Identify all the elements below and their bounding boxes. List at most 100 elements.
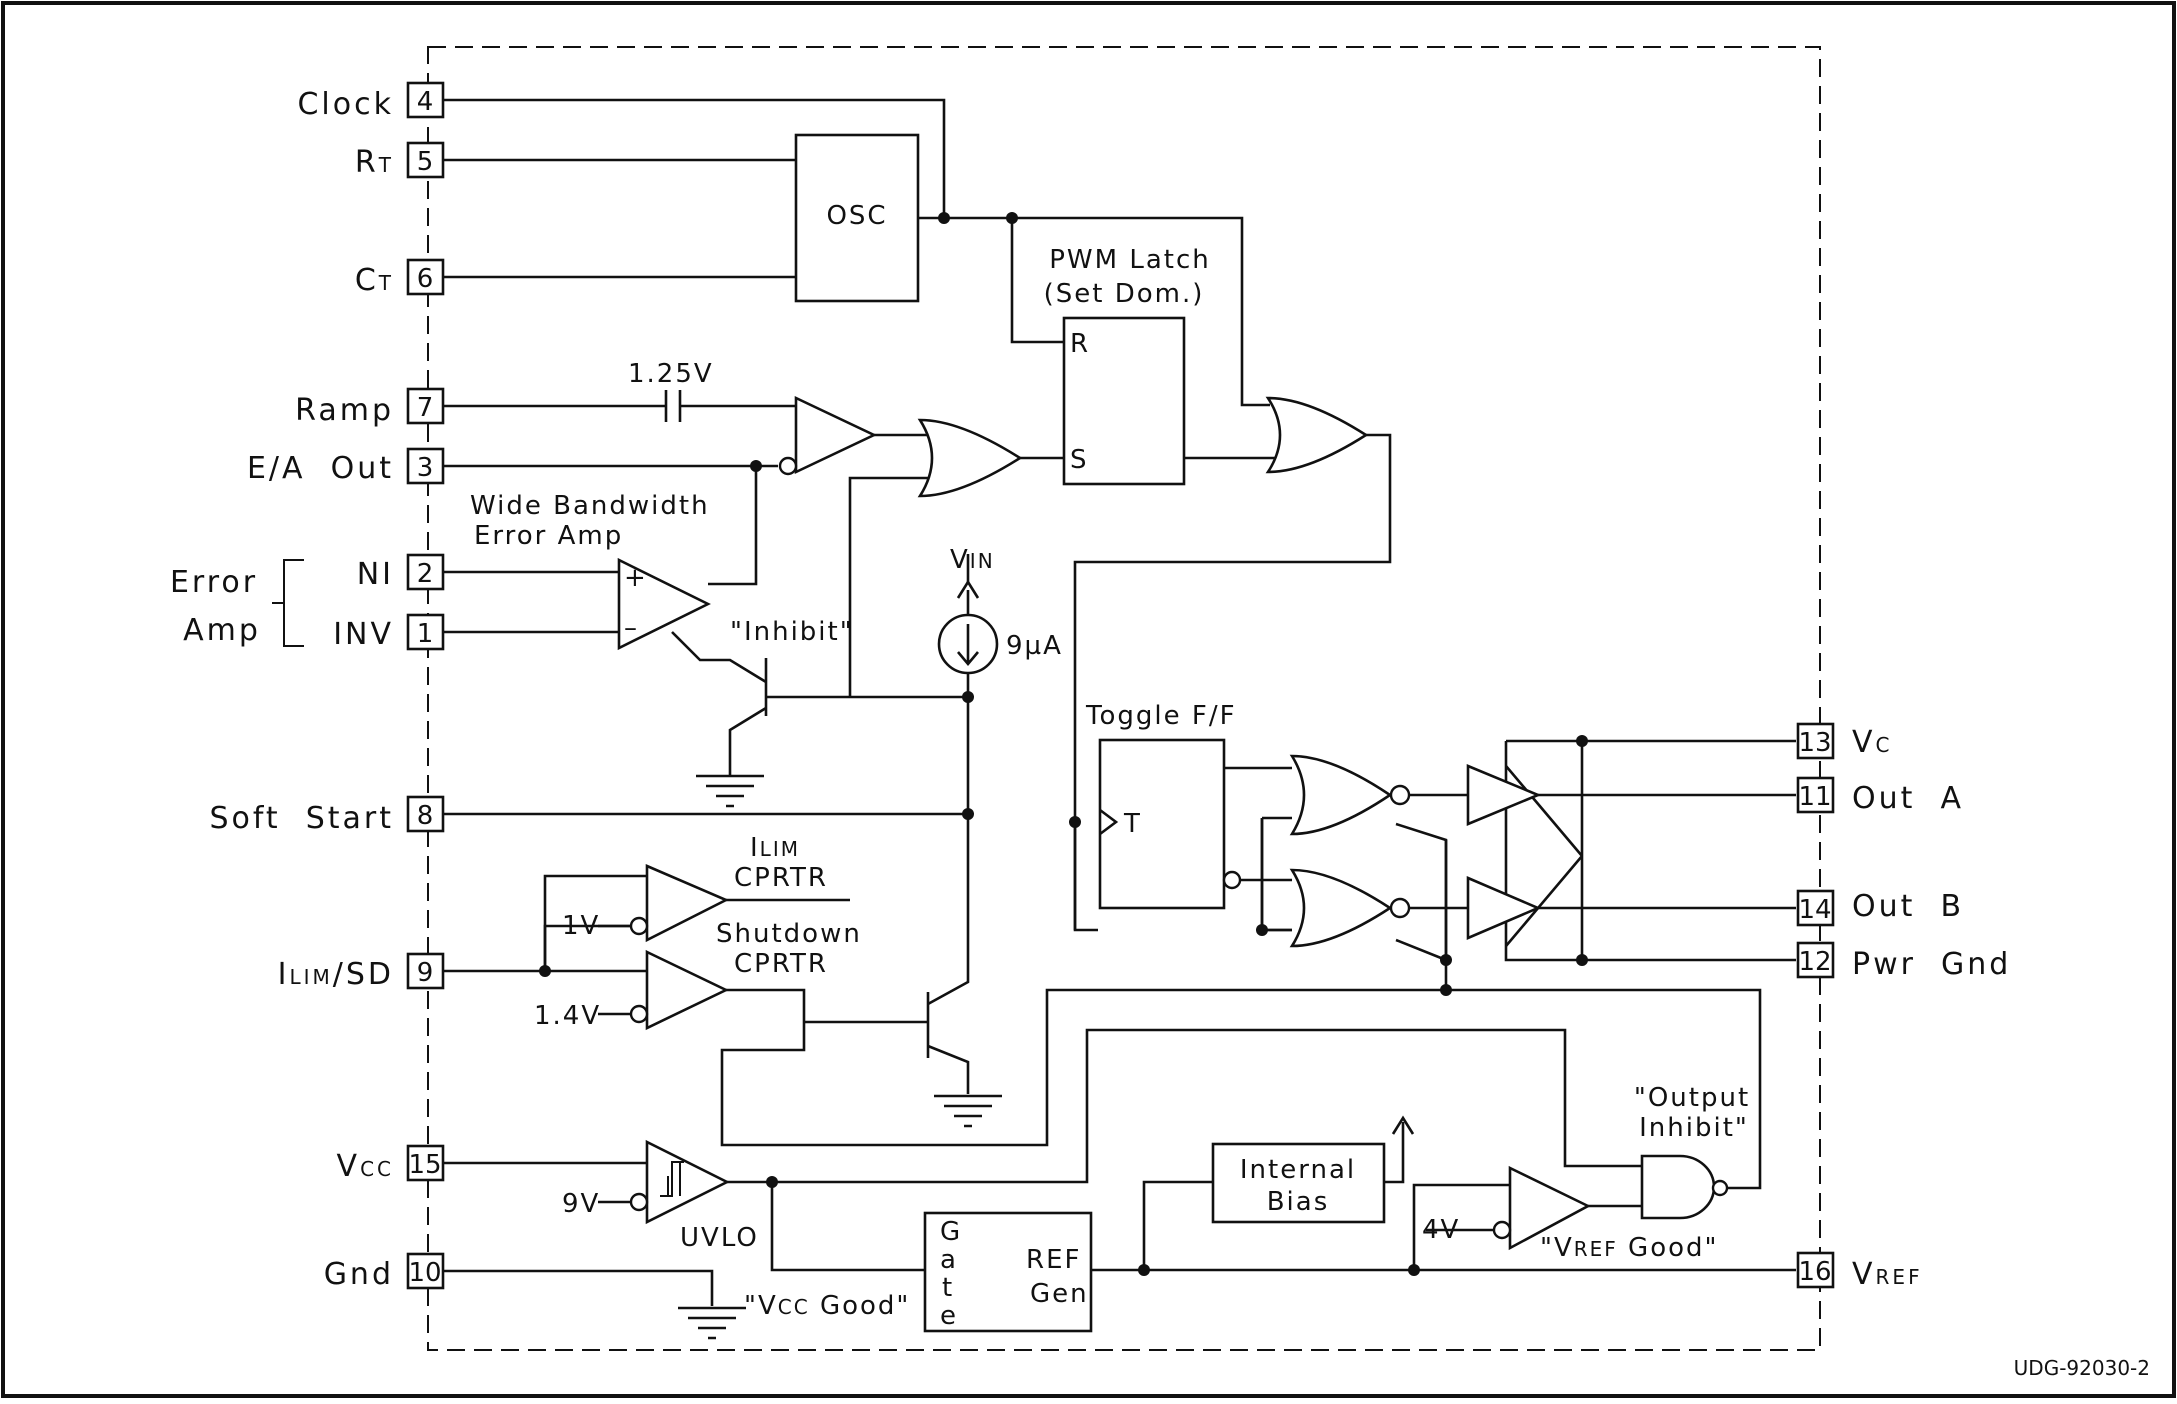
pin-ni-number: 2	[417, 559, 434, 589]
shutdown-label: Shutdown	[716, 919, 862, 949]
wires	[444, 98, 1796, 1306]
pin-inv-label: INV	[333, 617, 394, 652]
pin-ct-number: 6	[417, 264, 434, 294]
ilim-comparator-bubble	[629, 916, 649, 936]
error-amp-group-label-1: Error	[170, 565, 258, 600]
toggle-t-label: T	[1123, 809, 1142, 839]
pin-gnd-number: 10	[408, 1258, 441, 1288]
pin-ramp-number: 7	[417, 393, 434, 423]
pin-vc-label: VC	[1852, 725, 1893, 760]
pwm-latch-block	[1062, 316, 1186, 486]
clock-edge-icon	[1099, 808, 1119, 836]
bias-arrow-icon	[1391, 1115, 1415, 1135]
pin-vref: 16 VREF	[1796, 1251, 1923, 1292]
pin-ea-out-label: E/A Out	[247, 451, 394, 486]
current-9ua-label: 9µA	[1006, 631, 1063, 661]
toggle-flipflop	[1098, 738, 1226, 910]
error-amp-minus: –	[624, 613, 639, 643]
pin-vref-label: VREF	[1852, 1257, 1923, 1292]
ground-symbol-3	[678, 1306, 746, 1340]
nand-bubble	[1711, 1179, 1729, 1197]
ground-symbol-2	[934, 1094, 1002, 1128]
toggle-qbar-bubble	[1222, 870, 1242, 890]
pin-out-a-label: Out A	[1852, 781, 1964, 816]
pin-ni: 2 NI	[357, 553, 445, 592]
nor-gate-a	[1289, 754, 1393, 836]
error-amplifier	[617, 557, 711, 651]
pin-gnd-label: Gnd	[324, 1257, 394, 1292]
cprtr-label: CPRTR	[734, 863, 828, 893]
pin-soft-start-number: 8	[417, 801, 434, 831]
internal-bias-block	[1211, 1142, 1386, 1224]
inhibit-label: "Inhibit"	[730, 617, 854, 647]
error-amp-sublabel: Error Amp	[474, 521, 623, 551]
chip-boundary	[427, 46, 1821, 1351]
pin-soft-start: 8 Soft Start	[209, 795, 445, 836]
output-buffer-a	[1466, 764, 1542, 826]
gate-letter-a: a	[940, 1245, 958, 1275]
uvlo-comparator	[645, 1139, 730, 1225]
ilim-label: ILIM	[750, 833, 800, 863]
ref-1v-label: 1V	[562, 911, 600, 941]
latch-s-label: S	[1070, 445, 1089, 475]
pwm-latch-title: PWM Latch	[1049, 245, 1210, 275]
uvlo-label: UVLO	[680, 1223, 759, 1253]
pin-ni-label: NI	[357, 557, 394, 592]
osc-label: OSC	[826, 201, 887, 231]
ref-4v-label: 4V	[1422, 1215, 1460, 1245]
pin-rt: 5 RT	[355, 141, 445, 180]
output-buffer-b	[1466, 876, 1542, 940]
nor-a-bubble	[1389, 784, 1411, 806]
gate-letter-g: G	[940, 1217, 962, 1247]
vref-good-bubble	[1492, 1220, 1512, 1240]
pin-vc-number: 13	[1798, 728, 1831, 758]
pin-out-b-label: Out B	[1852, 889, 1964, 924]
pin-rt-number: 5	[417, 147, 434, 177]
wide-bw-label: Wide Bandwidth	[470, 491, 710, 521]
output-inhibit-nand	[1640, 1154, 1716, 1220]
hysteresis-icon	[660, 1161, 684, 1197]
pin-ilim-sd-label: ILIM/SD	[278, 957, 394, 992]
error-amp-group-label-2: Amp	[183, 613, 261, 648]
output-inhibit-line1: "Output	[1634, 1083, 1750, 1113]
vin-label: VIN	[950, 545, 995, 575]
ref-1-4v-label: 1.4V	[534, 1001, 601, 1031]
pin-clock-label: Clock	[297, 87, 394, 122]
vref-good-comparator	[1508, 1165, 1591, 1251]
latch-or-gate	[1265, 396, 1369, 474]
shutdown-comparator-bubble	[629, 1004, 649, 1024]
error-amp-plus: +	[624, 563, 648, 593]
pin-ilim-sd: 9 ILIM/SD	[278, 952, 445, 992]
pin-vcc-label: VCC	[337, 1149, 394, 1184]
junctions	[539, 212, 1588, 1276]
pin-ct: 6 CT	[355, 258, 445, 298]
pin-ilim-sd-number: 9	[417, 958, 434, 988]
ilim-comparator	[645, 864, 730, 943]
pin-vref-number: 16	[1798, 1257, 1831, 1287]
pin-inv: 1 INV	[333, 613, 445, 652]
pin-out-b: 14 Out B	[1796, 889, 1964, 927]
pin-pwr-gnd-number: 12	[1798, 947, 1831, 977]
ref-gen-line2: Gen	[1030, 1279, 1089, 1309]
pwm-or-gate	[917, 418, 1023, 498]
pin-ramp-label: Ramp	[295, 393, 394, 428]
ground-symbol-1	[696, 774, 764, 808]
pin-inv-number: 1	[417, 619, 434, 649]
vref-good-label: "VREF Good"	[1540, 1233, 1719, 1263]
pin-pwr-gnd-label: Pwr Gnd	[1852, 947, 2011, 982]
shutdown-cprtr-label: CPRTR	[734, 949, 828, 979]
pin-pwr-gnd: 12 Pwr Gnd	[1796, 941, 2011, 982]
nor-gate-b	[1289, 868, 1393, 948]
toggle-ff-title: Toggle F/F	[1085, 701, 1237, 731]
nor-b-bubble	[1389, 897, 1411, 919]
pin-ramp: 7 Ramp	[295, 387, 445, 428]
pin-clock-number: 4	[417, 87, 434, 117]
gate-letter-t: t	[942, 1273, 954, 1303]
pin-soft-start-label: Soft Start	[209, 801, 394, 836]
ref-gen-line1: REF	[1026, 1245, 1081, 1275]
current-source-arrow	[957, 624, 979, 667]
pwm-comparator	[794, 395, 878, 475]
pin-vc: 13 VC	[1796, 722, 1893, 760]
